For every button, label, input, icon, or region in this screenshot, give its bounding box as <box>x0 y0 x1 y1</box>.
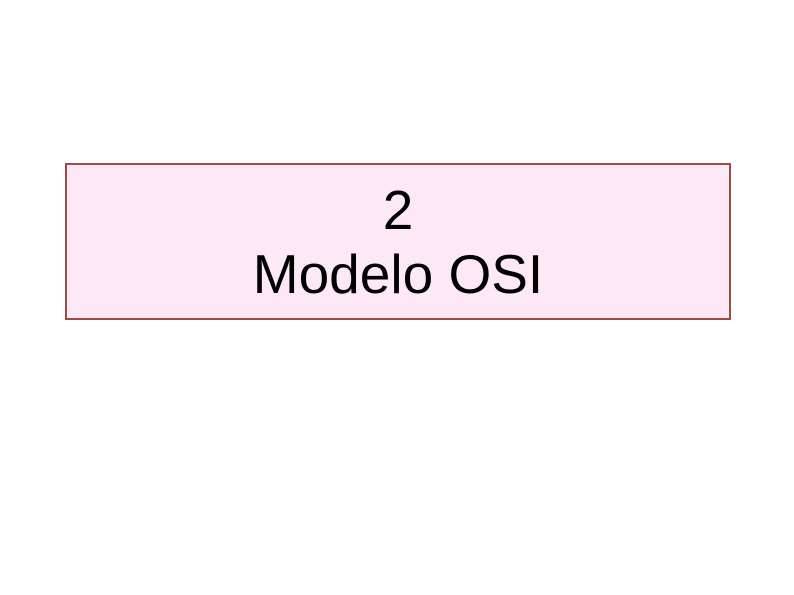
title-box: 2 Modelo OSI <box>65 163 731 320</box>
slide-title-line: Modelo OSI <box>252 242 544 305</box>
slide-number-line: 2 <box>382 178 414 241</box>
